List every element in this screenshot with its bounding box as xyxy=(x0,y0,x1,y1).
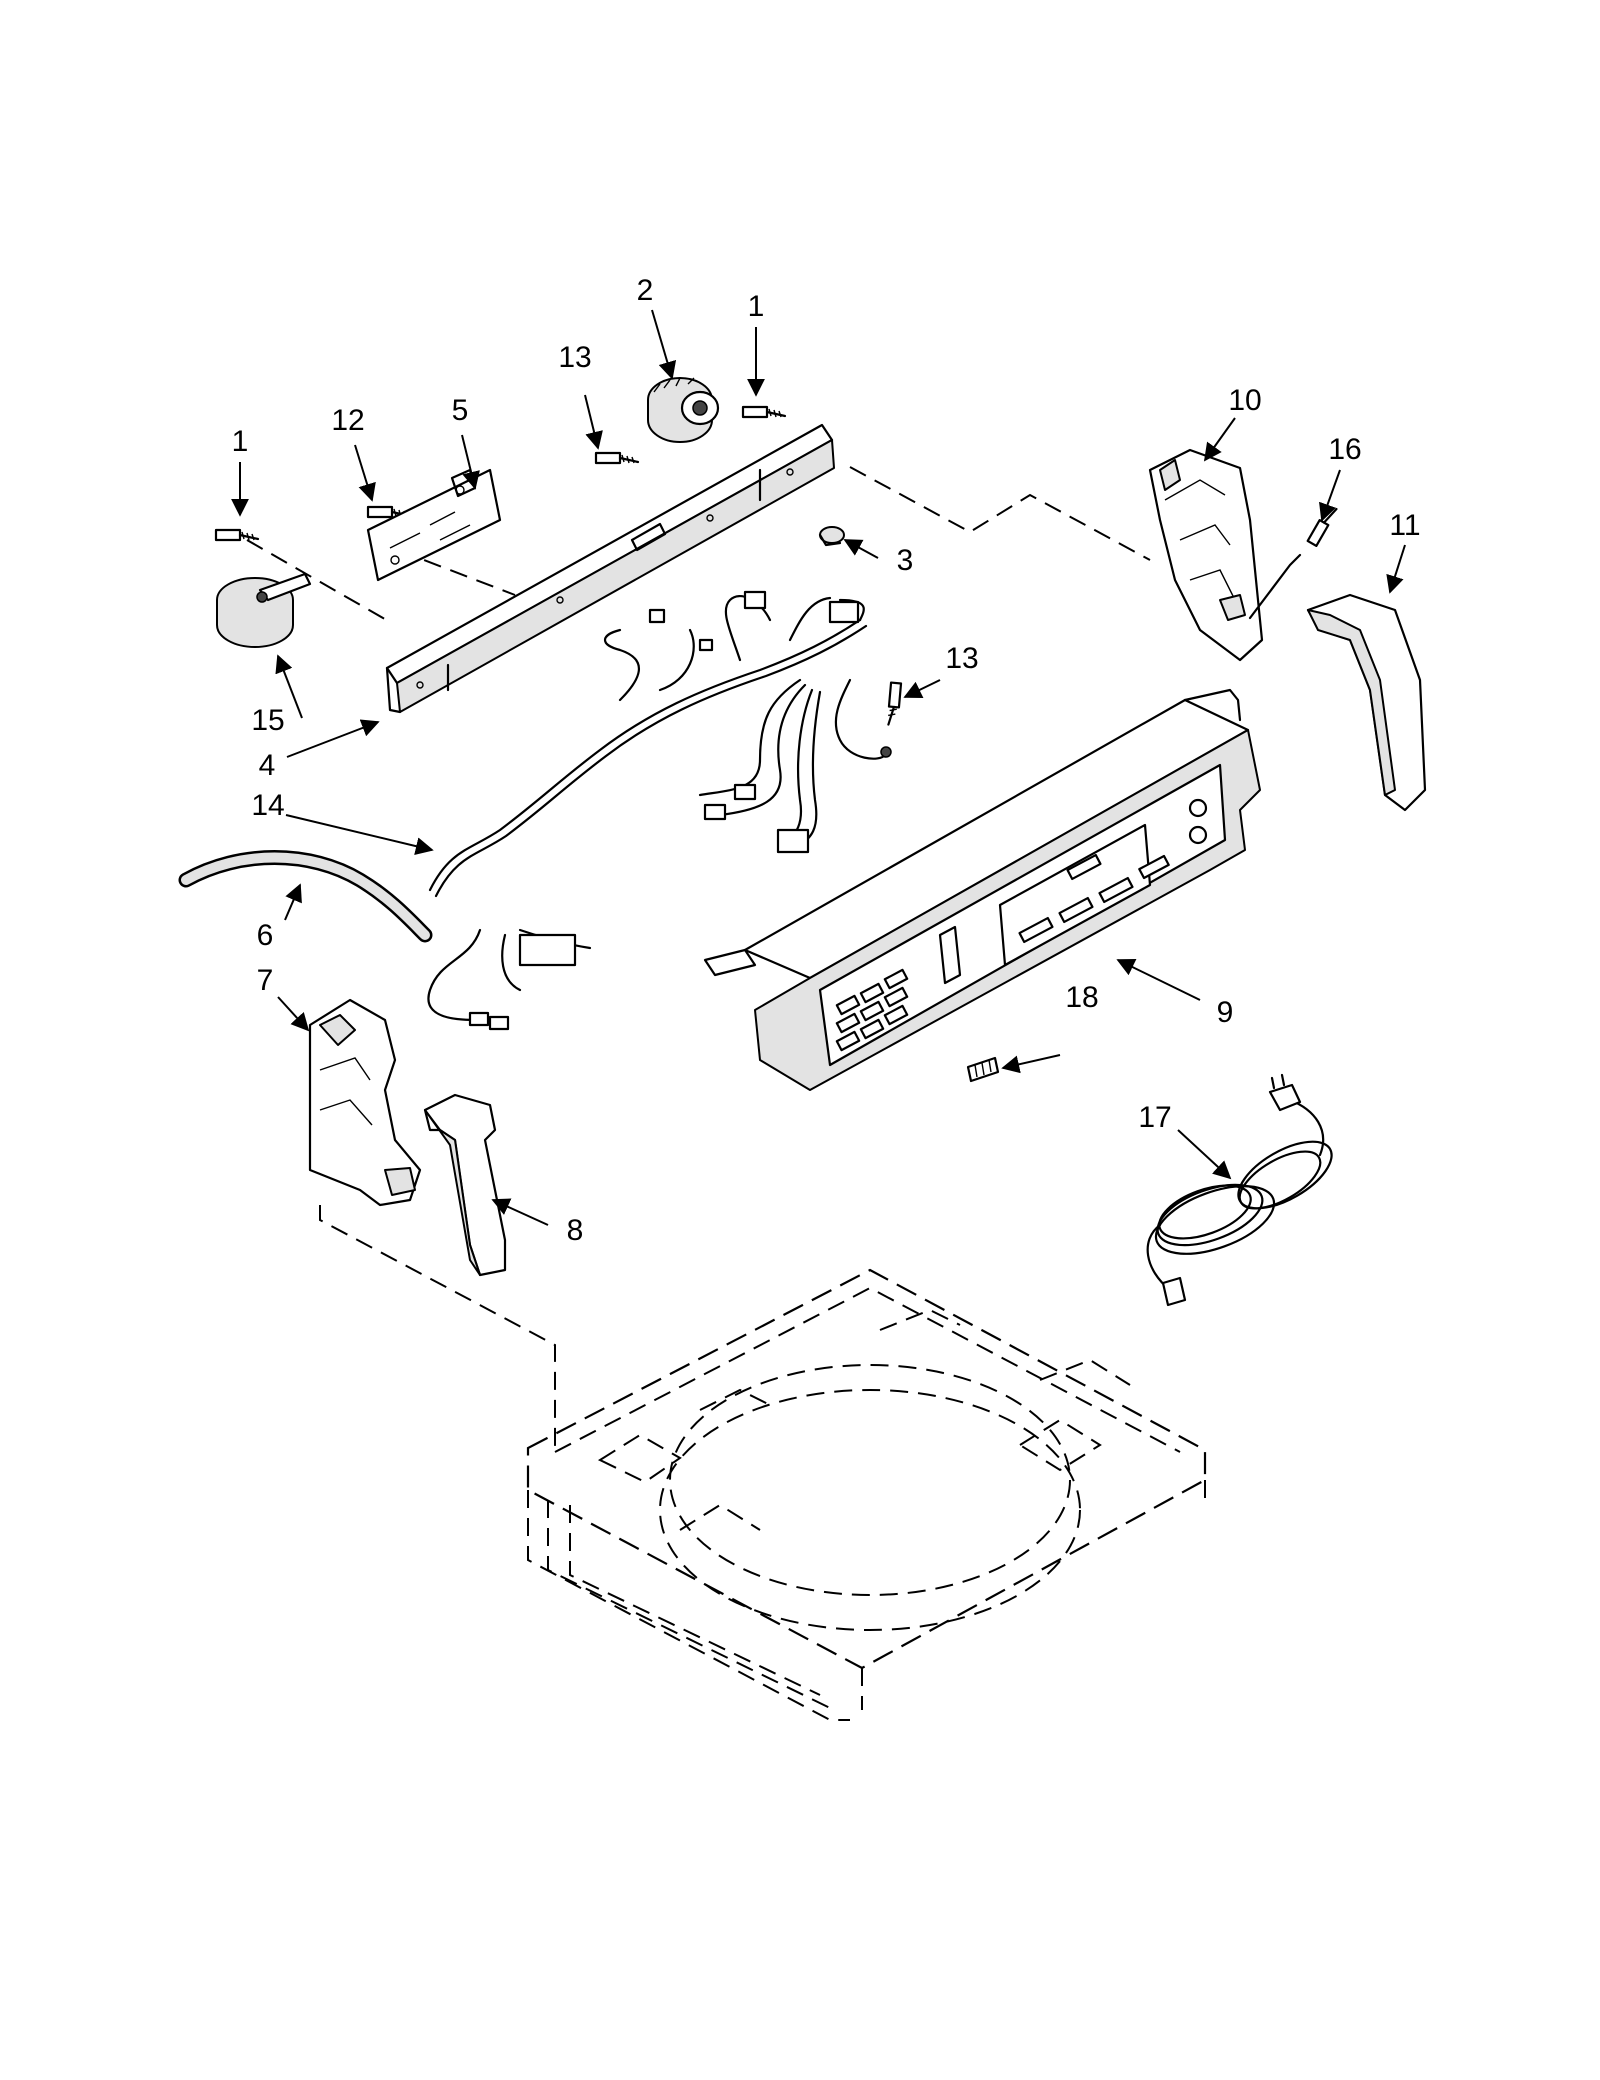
hose-part xyxy=(178,850,433,943)
callout-6: 6 xyxy=(257,919,274,952)
console-panel-part xyxy=(703,688,1261,1091)
callout-4: 4 xyxy=(259,749,276,782)
screw-parts xyxy=(214,405,1338,726)
assembly-guide-lines xyxy=(246,466,1151,1450)
callout-15: 15 xyxy=(251,704,284,737)
timer-motor-part xyxy=(647,377,720,443)
leader-arrows xyxy=(231,309,1406,1226)
left-end-cap-part xyxy=(308,998,422,1207)
power-cord-part xyxy=(1146,1073,1333,1307)
callout-9: 9 xyxy=(1217,996,1234,1029)
callout-2: 2 xyxy=(637,274,654,307)
callout-14: 14 xyxy=(251,789,284,822)
callout-1-right: 1 xyxy=(748,290,765,323)
callout-16: 16 xyxy=(1328,433,1361,466)
callout-7: 7 xyxy=(257,964,274,997)
callout-1-left: 1 xyxy=(232,425,249,458)
callout-18: 18 xyxy=(1065,981,1098,1014)
callout-13-mid: 13 xyxy=(945,642,978,675)
callout-3: 3 xyxy=(897,544,914,577)
clip-part xyxy=(818,526,845,547)
pressure-switch-part xyxy=(216,572,312,648)
callout-17: 17 xyxy=(1138,1101,1171,1134)
callout-5: 5 xyxy=(452,394,469,427)
left-trim-part xyxy=(423,1093,507,1277)
callout-11: 11 xyxy=(1389,509,1420,542)
right-end-cap-part xyxy=(1148,448,1302,662)
console-button-grid xyxy=(835,968,909,1052)
callout-12: 12 xyxy=(331,404,364,437)
right-trim-part xyxy=(1306,593,1427,812)
callout-8: 8 xyxy=(567,1214,584,1247)
callout-13-top: 13 xyxy=(558,341,591,374)
callout-labels: 1 12 5 13 2 1 3 10 16 11 15 13 4 14 6 7 … xyxy=(232,274,1421,1247)
console-brace-part xyxy=(385,423,835,714)
button-strip-part xyxy=(966,1056,1000,1083)
wire-harness-part xyxy=(427,590,892,1031)
callout-10: 10 xyxy=(1228,384,1261,417)
cabinet-top-outline xyxy=(526,1268,1207,1721)
